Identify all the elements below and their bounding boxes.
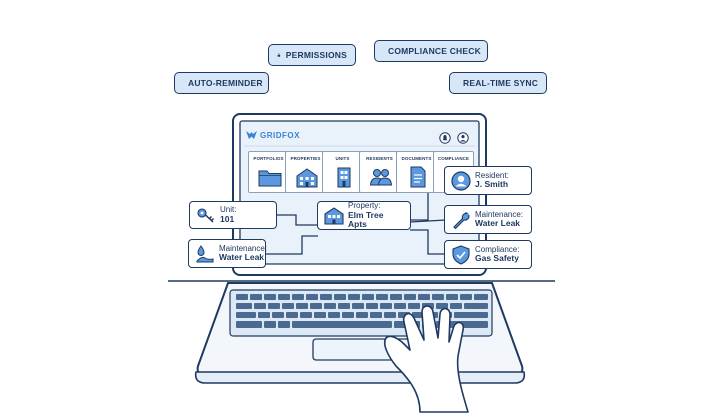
unit-card: Unit:101 <box>189 201 277 229</box>
gridfox-logo-icon <box>246 131 257 139</box>
tile-label: PROPERTIES <box>290 156 321 161</box>
document-icon <box>410 166 426 188</box>
tile-label: PORTFOLIOS <box>253 156 284 161</box>
tile-label: UNITS <box>335 156 350 161</box>
compliance-card: Compliance:Gas Safety <box>444 240 532 269</box>
property-key: Property: <box>348 201 381 211</box>
tile-documents[interactable]: DOCUMENTS <box>396 151 437 193</box>
property-card: Property:Elm Tree Apts <box>317 201 411 230</box>
tile-label: COMPLIANCE <box>437 156 470 161</box>
resident-key: Resident: <box>475 170 509 180</box>
tile-portfolios[interactable]: PORTFOLIOS <box>248 151 289 193</box>
compliance-check-label: COMPLIANCE CHECK <box>388 46 481 56</box>
avatar[interactable] <box>457 132 469 144</box>
maintenance-right-value: Water Leak <box>475 218 521 229</box>
permissions-bubble: PERMISSIONS <box>268 44 356 66</box>
maintenance-left-value: Water Leak <box>219 252 265 263</box>
key-icon <box>197 208 215 223</box>
user-icon <box>451 170 471 191</box>
resident-card: Resident:J. Smith <box>444 166 532 195</box>
shield-check-icon <box>452 244 470 265</box>
tile-label: DOCUMENTS <box>401 156 432 161</box>
unit-value: 101 <box>220 213 235 224</box>
tile-properties[interactable]: PROPERTIES <box>285 151 326 193</box>
building-icon <box>324 206 344 225</box>
permissions-label: PERMISSIONS <box>285 50 347 60</box>
compliance-check-bubble: COMPLIANCE CHECK <box>374 40 488 62</box>
resident-value: J. Smith <box>475 179 509 190</box>
real-time-sync-bubble: REAL-TIME SYNC <box>449 72 547 94</box>
maintenance-card-right: Maintenance:Water Leak <box>444 205 532 234</box>
app-brand-name: GRIDFOX <box>260 131 300 140</box>
unit-key: Unit: <box>220 205 237 215</box>
auto-reminder-label: AUTO-REMINDER <box>188 78 263 88</box>
app-brand: GRIDFOX <box>246 131 300 140</box>
folder-icon <box>258 170 282 187</box>
compliance-key: Compliance: <box>475 244 520 254</box>
compliance-value: Gas Safety <box>475 253 519 264</box>
water-drop-icon <box>196 244 214 262</box>
door-icon <box>337 167 351 188</box>
building-icon <box>296 168 318 188</box>
maintenance-right-key: Maintenance: <box>475 209 524 219</box>
tile-residents[interactable]: RESIDENTS <box>359 151 400 193</box>
lock-icon <box>277 53 281 57</box>
maintenance-card-left: Maintenance:Water Leak <box>188 239 268 268</box>
maintenance-left-key: Maintenance: <box>219 243 268 253</box>
real-time-sync-label: REAL-TIME SYNC <box>463 78 539 88</box>
tile-label: RESIDENTS <box>366 156 393 161</box>
auto-reminder-bubble: AUTO-REMINDER <box>174 72 269 94</box>
notification-bell-button[interactable] <box>439 132 451 144</box>
property-value: Elm Tree Apts <box>348 209 384 229</box>
people-icon <box>369 169 393 186</box>
wrench-icon <box>453 211 470 229</box>
tile-units[interactable]: UNITS <box>322 151 363 193</box>
